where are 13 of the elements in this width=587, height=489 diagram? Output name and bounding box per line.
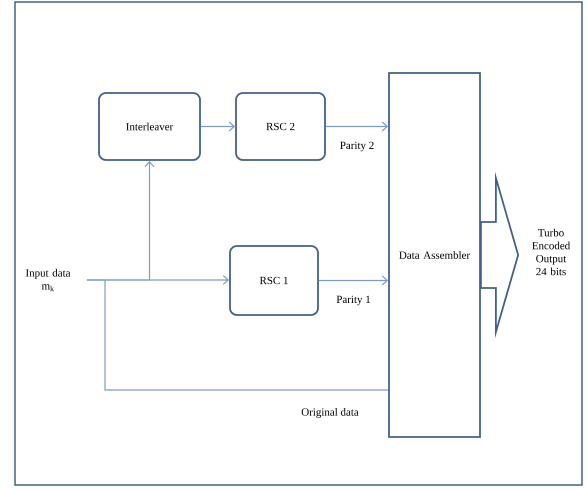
edge-label: Parity 1 bbox=[335, 294, 372, 306]
process-box: RSC 1 bbox=[229, 245, 319, 316]
arrow bbox=[318, 276, 388, 286]
assembler-box: Data Assembler bbox=[388, 72, 481, 438]
block-arrow bbox=[480, 172, 520, 338]
arrow bbox=[326, 122, 388, 132]
edge-label: Parity 2 bbox=[338, 140, 376, 152]
output-label: Turbo Encoded Output 24 bits bbox=[532, 228, 570, 276]
process-box: Interleaver bbox=[98, 92, 201, 161]
arrow bbox=[200, 122, 236, 132]
input-label: Input data m$_{k}$ bbox=[26, 268, 70, 292]
edge-label: Original data bbox=[300, 407, 360, 419]
process-box: RSC 2 bbox=[235, 92, 326, 161]
